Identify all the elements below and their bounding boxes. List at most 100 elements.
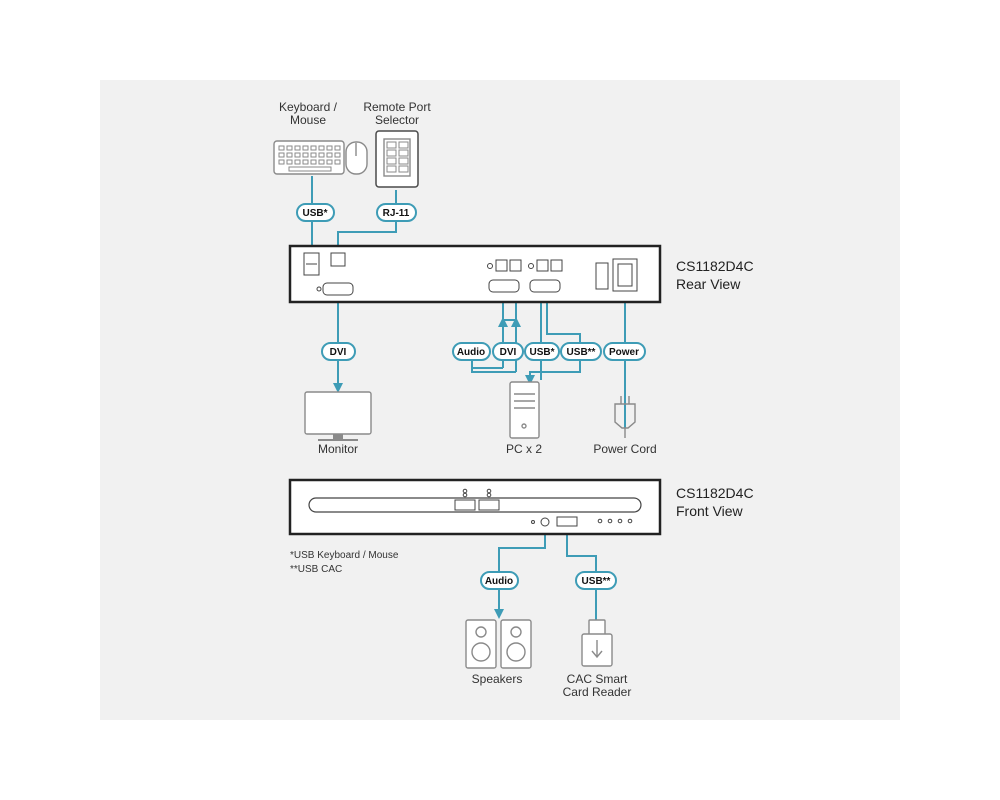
mouse-icon <box>345 141 368 175</box>
keyboard-key <box>278 159 285 165</box>
pc-dvi-port <box>488 279 520 293</box>
rear-unit: CS1182D4C Rear View <box>288 244 754 304</box>
rear-unit-model: CS1182D4C <box>676 258 754 274</box>
rear-unit-view: Rear View <box>676 276 741 292</box>
svg-text:Audio: Audio <box>485 576 513 587</box>
svg-text:USB*: USB* <box>529 347 554 358</box>
usb-front-cable-label: USB** <box>575 571 617 590</box>
svg-text:DVI: DVI <box>500 347 517 358</box>
front-usb-port <box>556 516 578 527</box>
dvi-pc-cable-label: DVI <box>492 342 524 361</box>
monitor-device: Monitor <box>304 391 372 456</box>
pc-usb-port <box>550 259 563 272</box>
svg-text:Audio: Audio <box>457 347 485 358</box>
keyboard-key <box>278 145 285 151</box>
selector-button <box>398 157 409 165</box>
speakers-label: Speakers <box>472 672 523 686</box>
monitor-label: Monitor <box>318 442 358 456</box>
usb-pc-cable-label: USB* <box>524 342 560 361</box>
selector-button <box>386 141 397 149</box>
keyboard-keys <box>278 145 341 172</box>
selector-button <box>398 149 409 157</box>
keyboard-key <box>286 159 293 165</box>
keyboard-mouse-device: Keyboard /Mouse <box>273 100 368 175</box>
keyboard-key <box>318 159 325 165</box>
audio-pc-cable-label: Audio <box>452 342 491 361</box>
pc-label: PC x 2 <box>506 442 542 456</box>
svg-text:RJ-11: RJ-11 <box>383 208 410 219</box>
monitor-icon <box>304 391 372 435</box>
svg-text:Power: Power <box>609 347 639 358</box>
keyboard-key <box>326 145 333 151</box>
audio-front-cable-label: Audio <box>480 571 519 590</box>
power-switch <box>595 262 609 290</box>
rear-pc-ports <box>487 259 563 293</box>
selector-button <box>386 149 397 157</box>
keyboard-key <box>294 152 301 158</box>
power-plug-icon <box>614 403 636 429</box>
rj11-port <box>330 252 346 267</box>
keyboard-key <box>302 159 309 165</box>
keyboard-key <box>326 159 333 165</box>
keyboard-mouse-label: Keyboard /Mouse <box>279 100 338 127</box>
rj11-cable-label: RJ-11 <box>376 203 417 222</box>
keyboard-key <box>294 145 301 151</box>
pc-usb-port <box>495 259 508 272</box>
selector-button <box>398 141 409 149</box>
usb-keyboard-cable-label: USB* <box>296 203 335 222</box>
front-unit-view: Front View <box>676 503 744 519</box>
pc-audio-port <box>528 263 534 269</box>
svg-text:USB**: USB** <box>582 576 611 587</box>
pc-tower-icon <box>509 381 540 439</box>
keyboard-key <box>318 145 325 151</box>
keyboard-key <box>302 152 309 158</box>
keyboard-key <box>318 152 325 158</box>
footnote-usb-keyboard: *USB Keyboard / Mouse <box>290 550 399 561</box>
power-cord-label: Power Cord <box>593 442 656 456</box>
power-cable-label: Power <box>603 342 646 361</box>
svg-text:USB*: USB* <box>302 208 327 219</box>
keyboard-key <box>334 145 341 151</box>
keyboard-key <box>294 159 301 165</box>
pc-usb-port <box>536 259 549 272</box>
dvi-monitor-cable-label: DVI <box>321 342 356 361</box>
cable-labels: USB* RJ-11 DVI Audio DVI USB* USB** Pow <box>296 203 646 590</box>
keyboard-key <box>334 159 341 165</box>
keyboard-key <box>302 145 309 151</box>
keyboard-key <box>310 152 317 158</box>
keyboard-key <box>326 152 333 158</box>
keyboard-key <box>310 159 317 165</box>
pc-dvi-port <box>529 279 561 293</box>
front-unit-model: CS1182D4C <box>676 485 754 501</box>
usb-cac-pc-cable <box>525 298 581 385</box>
keyboard-key <box>286 145 293 151</box>
selector-button <box>386 165 397 173</box>
svg-text:USB**: USB** <box>567 347 596 358</box>
port-select-button-2 <box>478 499 500 511</box>
pc-usb-port <box>509 259 522 272</box>
keyboard-key <box>286 152 293 158</box>
rear-dvi-console-port <box>322 282 354 296</box>
audio-front-cable <box>494 527 546 619</box>
front-unit: CS1182D4C Front View <box>288 478 754 536</box>
speakers-device: Speakers <box>465 619 532 686</box>
svg-text:DVI: DVI <box>330 347 347 358</box>
front-audio-jack <box>540 517 550 527</box>
port-select-button-1 <box>454 499 476 511</box>
pc-audio-port <box>487 263 493 269</box>
keyboard-key <box>278 152 285 158</box>
selector-button <box>386 157 397 165</box>
keyboard-key <box>310 145 317 151</box>
usb-cac-pc-cable-label: USB** <box>560 342 602 361</box>
keyboard-spacebar <box>288 166 332 172</box>
remote-port-selector-buttons <box>386 141 409 173</box>
power-cord-device: Power Cord <box>593 396 657 456</box>
selector-button <box>398 165 409 173</box>
keyboard-key <box>334 152 341 158</box>
footnote-usb-cac: **USB CAC <box>290 564 342 575</box>
pc-device: PC x 2 <box>506 381 542 456</box>
